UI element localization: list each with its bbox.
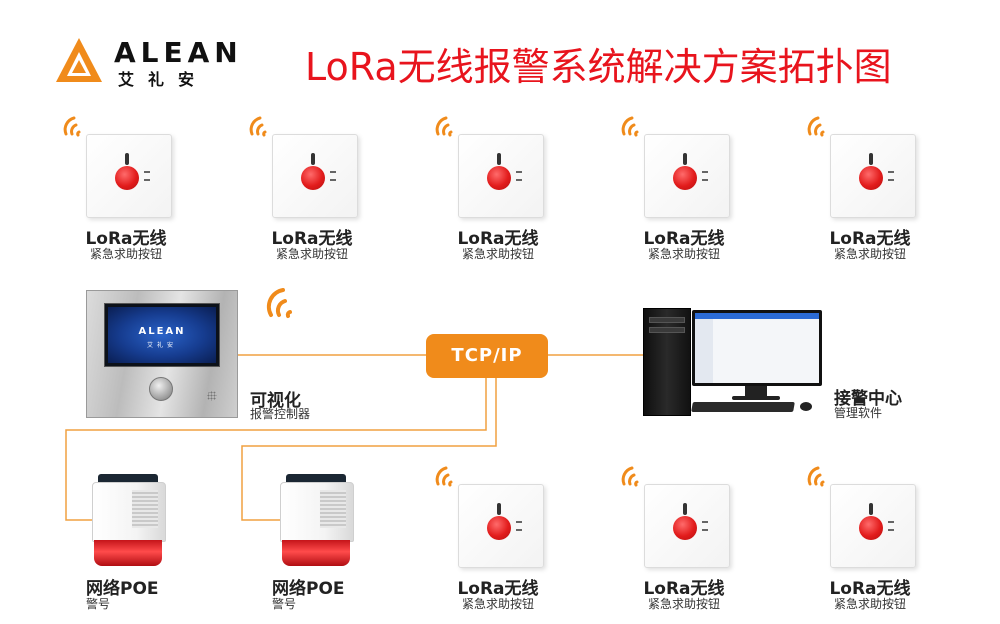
siren-solar-panel xyxy=(98,474,158,484)
screen-logo-cn: 艾礼安 xyxy=(146,342,177,349)
button-indicator xyxy=(888,171,894,181)
controller-label-main: 可视化 xyxy=(250,391,301,411)
button-indicator xyxy=(330,171,336,181)
button-label-sub: 紧急求助按钮 xyxy=(89,247,162,261)
emergency-button-device xyxy=(830,134,916,218)
controller-call-button xyxy=(149,377,173,401)
siren-label-sub: 警号 xyxy=(272,597,297,611)
red-press-button xyxy=(115,166,139,190)
wifi-signal-icon xyxy=(807,116,825,137)
siren-label-main: 网络POE xyxy=(272,579,345,599)
controller-screen: ALEAN 艾礼安 xyxy=(104,303,220,367)
red-press-button xyxy=(301,166,325,190)
button-key-mark xyxy=(683,153,687,165)
logo-text-en: ALEAN xyxy=(114,36,243,69)
button-indicator xyxy=(702,521,708,531)
button-label-sub: 紧急求助按钮 xyxy=(647,597,720,611)
siren-label-main: 网络POE xyxy=(86,579,159,599)
emergency-button-device xyxy=(458,484,544,568)
emergency-button-device xyxy=(86,134,172,218)
alean-logo-icon xyxy=(56,38,102,82)
button-label-main: LoRa无线 xyxy=(643,229,725,249)
button-label-main: LoRa无线 xyxy=(643,579,725,599)
button-key-mark xyxy=(497,153,501,165)
button-key-mark xyxy=(869,153,873,165)
emergency-button-device xyxy=(830,484,916,568)
center-label-main: 接警中心 xyxy=(834,389,902,409)
line-tcp-to-siren-2 xyxy=(241,378,497,521)
screen-logo-text: ALEAN xyxy=(138,326,186,337)
button-label-sub: 紧急求助按钮 xyxy=(647,247,720,261)
line-tcp-to-siren-1 xyxy=(65,378,487,521)
diagram-title: LoRa无线报警系统解决方案拓扑图 xyxy=(305,45,892,89)
button-label-main: LoRa无线 xyxy=(829,579,911,599)
tcp-ip-network-node: TCP/IP xyxy=(426,334,548,378)
button-key-mark xyxy=(311,153,315,165)
wifi-signal-icon xyxy=(621,466,639,487)
visual-alarm-controller-device: ALEAN 艾礼安 xyxy=(86,290,238,418)
management-software-screen xyxy=(695,313,819,383)
wifi-signal-icon xyxy=(435,466,453,487)
logo-text-cn: 艾礼安 xyxy=(118,70,209,89)
red-press-button xyxy=(487,166,511,190)
red-press-button xyxy=(859,166,883,190)
button-indicator xyxy=(702,171,708,181)
emergency-button-device xyxy=(272,134,358,218)
pc-tower-device xyxy=(643,308,691,416)
siren-vent xyxy=(320,490,346,528)
wifi-signal-icon xyxy=(621,116,639,137)
keyboard-device xyxy=(691,402,795,412)
wifi-signal-icon xyxy=(249,116,267,137)
wifi-signal-icon xyxy=(266,288,292,318)
button-indicator xyxy=(888,521,894,531)
siren-red-lens xyxy=(282,540,350,566)
emergency-button-device xyxy=(644,134,730,218)
red-press-button xyxy=(673,516,697,540)
siren-label-sub: 警号 xyxy=(86,597,111,611)
siren-solar-panel xyxy=(286,474,346,484)
center-label-sub: 管理软件 xyxy=(834,406,883,420)
controller-label-sub: 报警控制器 xyxy=(250,407,311,421)
wifi-signal-icon xyxy=(435,116,453,137)
emergency-button-device xyxy=(458,134,544,218)
button-label-main: LoRa无线 xyxy=(457,579,539,599)
siren-red-lens xyxy=(94,540,162,566)
button-label-sub: 紧急求助按钮 xyxy=(461,247,534,261)
button-indicator xyxy=(516,521,522,531)
button-label-sub: 紧急求助按钮 xyxy=(275,247,348,261)
monitor-base xyxy=(732,396,780,400)
button-label-main: LoRa无线 xyxy=(85,229,167,249)
button-label-sub: 紧急求助按钮 xyxy=(833,247,906,261)
button-key-mark xyxy=(869,503,873,515)
monitor-stand xyxy=(745,386,767,398)
wifi-signal-icon xyxy=(807,466,825,487)
red-press-button xyxy=(487,516,511,540)
button-label-main: LoRa无线 xyxy=(457,229,539,249)
monitor-device xyxy=(692,310,822,386)
button-indicator xyxy=(516,171,522,181)
wifi-signal-icon xyxy=(63,116,81,137)
button-indicator xyxy=(144,171,150,181)
button-label-main: LoRa无线 xyxy=(271,229,353,249)
button-key-mark xyxy=(497,503,501,515)
button-label-main: LoRa无线 xyxy=(829,229,911,249)
poe-siren-device xyxy=(92,474,166,566)
emergency-button-device xyxy=(644,484,730,568)
red-press-button xyxy=(673,166,697,190)
button-label-sub: 紧急求助按钮 xyxy=(833,597,906,611)
speaker-grille-icon xyxy=(207,391,217,401)
siren-vent xyxy=(132,490,158,528)
mouse-device xyxy=(800,402,812,411)
red-press-button xyxy=(859,516,883,540)
button-label-sub: 紧急求助按钮 xyxy=(461,597,534,611)
button-key-mark xyxy=(125,153,129,165)
button-key-mark xyxy=(683,503,687,515)
poe-siren-device xyxy=(280,474,354,566)
